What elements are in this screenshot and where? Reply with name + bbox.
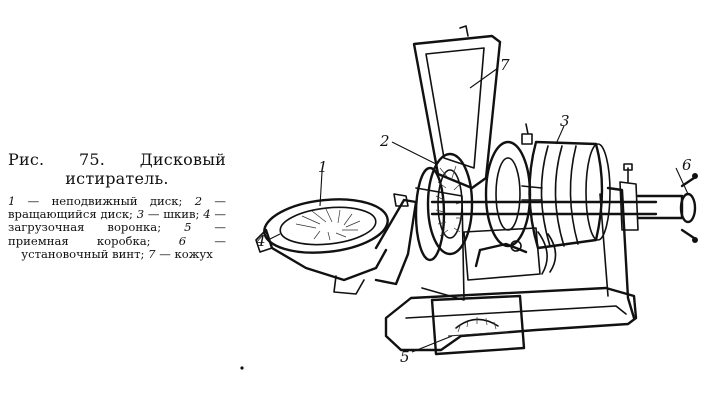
legend-text: — неподвижный диск; [15,194,195,208]
crank-block [463,227,541,281]
figure-caption: Рис. 75. Дисковый истиратель. 1 — неподв… [8,150,226,261]
legend-num: 3 [136,207,145,222]
figure-label-4: 4 [255,232,266,250]
legend-num: 4 [203,207,211,222]
legend-item-2: 2 — вращающийся диск; [8,194,226,221]
caption-title-line-2: истиратель. [65,169,169,188]
hopper-arm [374,198,418,286]
base-right-leg [606,186,636,320]
legend-item-6: 6 — установочный винт; [21,234,226,261]
legend-num: 1 [8,194,16,208]
pulley-face [585,143,611,241]
legend-item-4: 4 — загрузочная воронка; [8,207,226,235]
legend-num: 5 [184,220,192,235]
legend-text: — установочный винт; [21,233,226,261]
second-disc-inner [495,157,521,231]
support-tube-right [521,123,533,145]
support-tube-left [393,193,409,207]
shaft-bearing-post [623,163,633,183]
shaft-bearing-right [619,181,639,231]
receiving-box-scale [457,317,497,333]
legend-text: — вращающийся диск; [8,194,226,222]
leader-line-6 [675,167,689,195]
legend-num: 7 [148,246,156,261]
feed-hopper-body [264,228,388,282]
rotating-disc-inner [437,169,463,239]
leader-line-4 [267,233,281,241]
legend-num: 6 [178,233,187,248]
figure-label-6: 6 [682,156,692,174]
rotating-disc-outer [426,152,474,256]
legend-text: — загрузочная воронка; [8,207,226,235]
leader-line-5 [411,335,453,353]
caption-legend: 1 — неподвижный диск; 2 — вращающийся ди… [8,194,227,261]
feed-hopper-ribs [295,208,361,241]
figure-label-7: 7 [500,56,510,74]
receiving-box-rim [447,331,509,337]
figure-label-5: 5 [400,348,410,366]
legend-item-7: 7 — кожух [148,247,213,261]
disc-grinder-illustration: 1 2 3 4 5 6 7 [236,18,727,406]
caption-title-line-1: Рис. 75. Дисковый [8,150,226,169]
disc-shaft-stub [521,185,543,201]
receiving-box [430,294,526,356]
leader-line-3 [555,125,565,145]
figure-label-2: 2 [379,132,390,150]
legend-text: — кожух [155,246,213,261]
drive-shaft [430,200,658,216]
cover-lid-hinge [459,25,469,37]
pulley-body [528,140,604,250]
figure-label-3: 3 [560,112,570,130]
adjusting-screw-knob-bottom [692,237,698,243]
base-frame-inner [405,305,627,319]
crank-handle [474,242,528,268]
leader-line-1 [319,171,323,207]
legend-item-1: 1 — неподвижный диск; [8,194,195,208]
caption-title: Рис. 75. Дисковый истиратель. [8,150,226,188]
feed-hopper-inner [279,206,377,246]
feed-hopper-edge [255,229,273,253]
leader-line-2 [391,141,437,165]
pulley-grooves [540,145,579,247]
legend-num: 2 [194,194,203,208]
crank-pivot [510,240,522,252]
disc-grinder-drawing: 1 2 3 4 5 6 7 [240,25,698,370]
feed-hopper-spout [333,275,365,295]
cover-lid-inner [425,47,485,169]
legend-text: — приемная коробка; [8,220,227,248]
figure-label-1: 1 [318,158,328,176]
print-speck [240,366,244,370]
legend-item-5: 5 — приемная коробка; [8,220,227,248]
legend-item-3: 3 — шкив; [137,207,203,221]
base-frame [384,286,638,352]
adjusting-screw-knob-top [692,173,698,179]
adjusting-screw-handle [680,176,696,240]
lower-gear [537,231,557,275]
leader-line-7 [469,67,499,89]
legend-text: — шкив; [144,207,204,222]
